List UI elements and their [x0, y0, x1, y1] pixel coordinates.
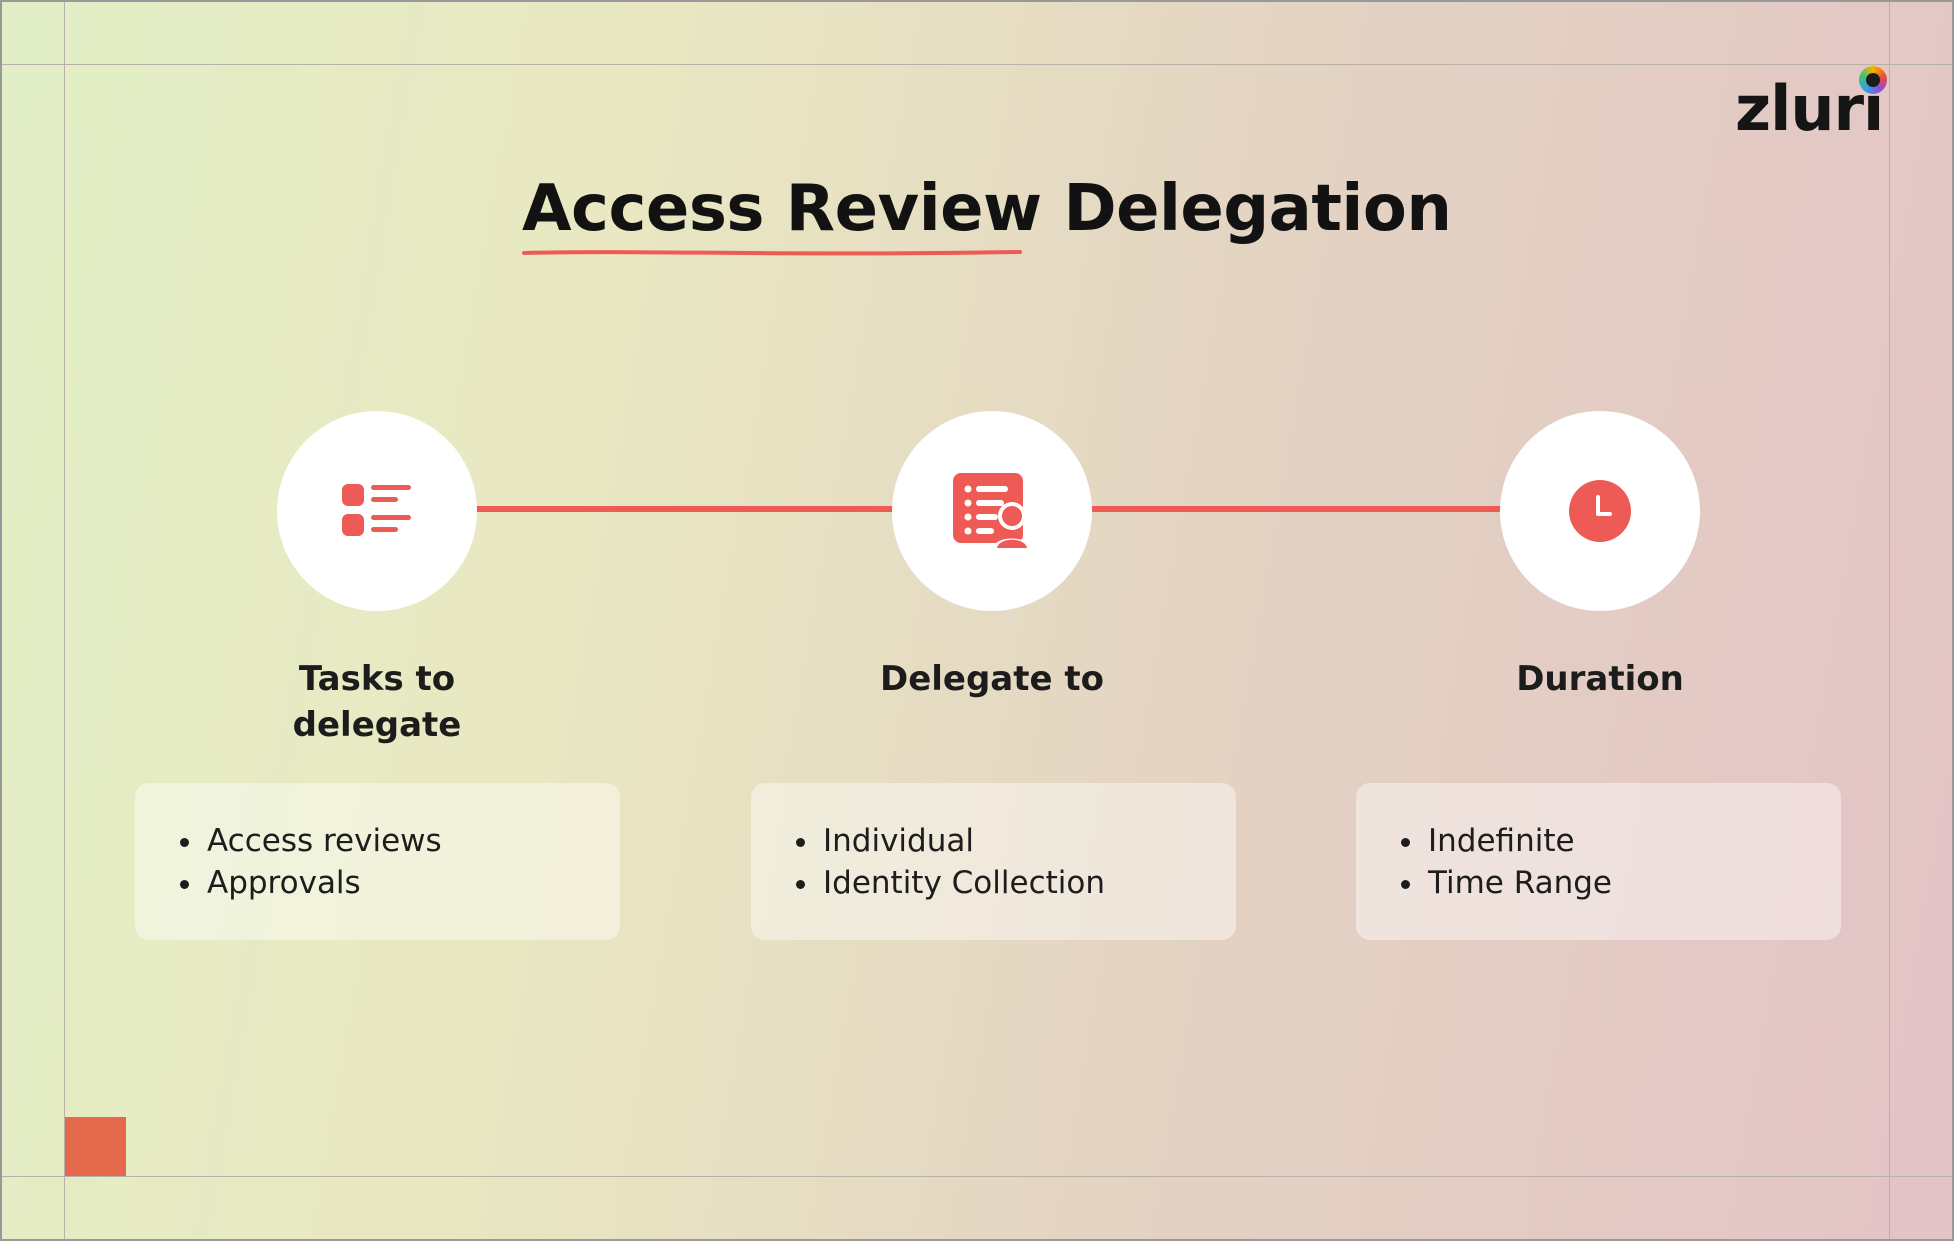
list-item: Indefinite [1426, 820, 1612, 862]
connector-line-2 [1090, 506, 1502, 512]
step-node-delegate [892, 411, 1092, 611]
step-card-tasks: Access reviews Approvals [135, 783, 620, 940]
step-label-tasks: Tasks to delegate [292, 659, 462, 745]
task-list-icon [342, 484, 411, 536]
list-item: Time Range [1426, 862, 1612, 904]
user-list-icon [953, 473, 1031, 549]
step-node-duration [1500, 411, 1700, 611]
list-item: Individual [821, 820, 1105, 862]
list-item: Access reviews [205, 820, 442, 862]
connector-line-1 [470, 506, 896, 512]
frame-guide-bottom [0, 1176, 1954, 1177]
frame-guide-top [0, 64, 1954, 65]
title-underline-stroke [522, 250, 1022, 256]
list-item: Identity Collection [821, 862, 1105, 904]
page-title: Access Review Delegation [522, 172, 1452, 246]
step-list-duration: Indefinite Time Range [1390, 820, 1612, 904]
step-card-duration: Indefinite Time Range [1356, 783, 1841, 940]
step-label-duration: Duration [1516, 659, 1684, 699]
step-node-tasks [277, 411, 477, 611]
step-label-delegate: Delegate to [879, 659, 1105, 699]
frame-guide-right [1889, 0, 1890, 1241]
clock-icon [1569, 480, 1631, 542]
step-card-delegate: Individual Identity Collection [751, 783, 1236, 940]
step-list-tasks: Access reviews Approvals [169, 820, 442, 904]
step-list-delegate: Individual Identity Collection [785, 820, 1105, 904]
frame-guide-left [64, 0, 65, 1241]
logo-dot-icon [1859, 66, 1887, 94]
list-item: Approvals [205, 862, 442, 904]
corner-accent-square [65, 1117, 126, 1176]
